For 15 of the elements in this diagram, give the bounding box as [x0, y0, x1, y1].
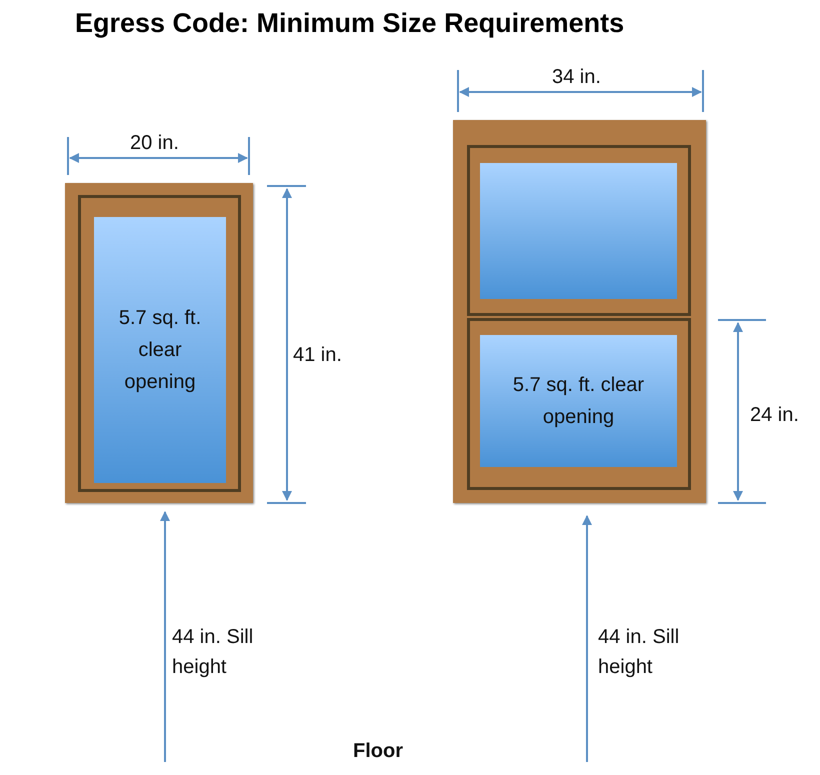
dimension-label: 34 in.: [552, 65, 601, 90]
glass-pane: [94, 217, 226, 483]
sill-height-label: 44 in. Sill height: [598, 625, 680, 680]
area-label: 5.7 sq. ft. clear opening: [118, 306, 202, 395]
window-frame: [65, 183, 253, 503]
area-label: 5.7 sq. ft. clear opening: [512, 373, 646, 430]
glass-pane: [480, 163, 677, 299]
dimension-label: 41 in.: [293, 343, 342, 368]
dimension-label: 24 in.: [750, 403, 799, 428]
window-frame: [453, 120, 706, 503]
floor-label: Floor: [353, 739, 403, 764]
sill-height-label: 44 in. Sill height: [172, 625, 254, 680]
title: Egress Code: Minimum Size Requirements: [75, 8, 624, 39]
dimension-label: 20 in.: [130, 131, 179, 156]
glass-pane: [480, 335, 677, 467]
